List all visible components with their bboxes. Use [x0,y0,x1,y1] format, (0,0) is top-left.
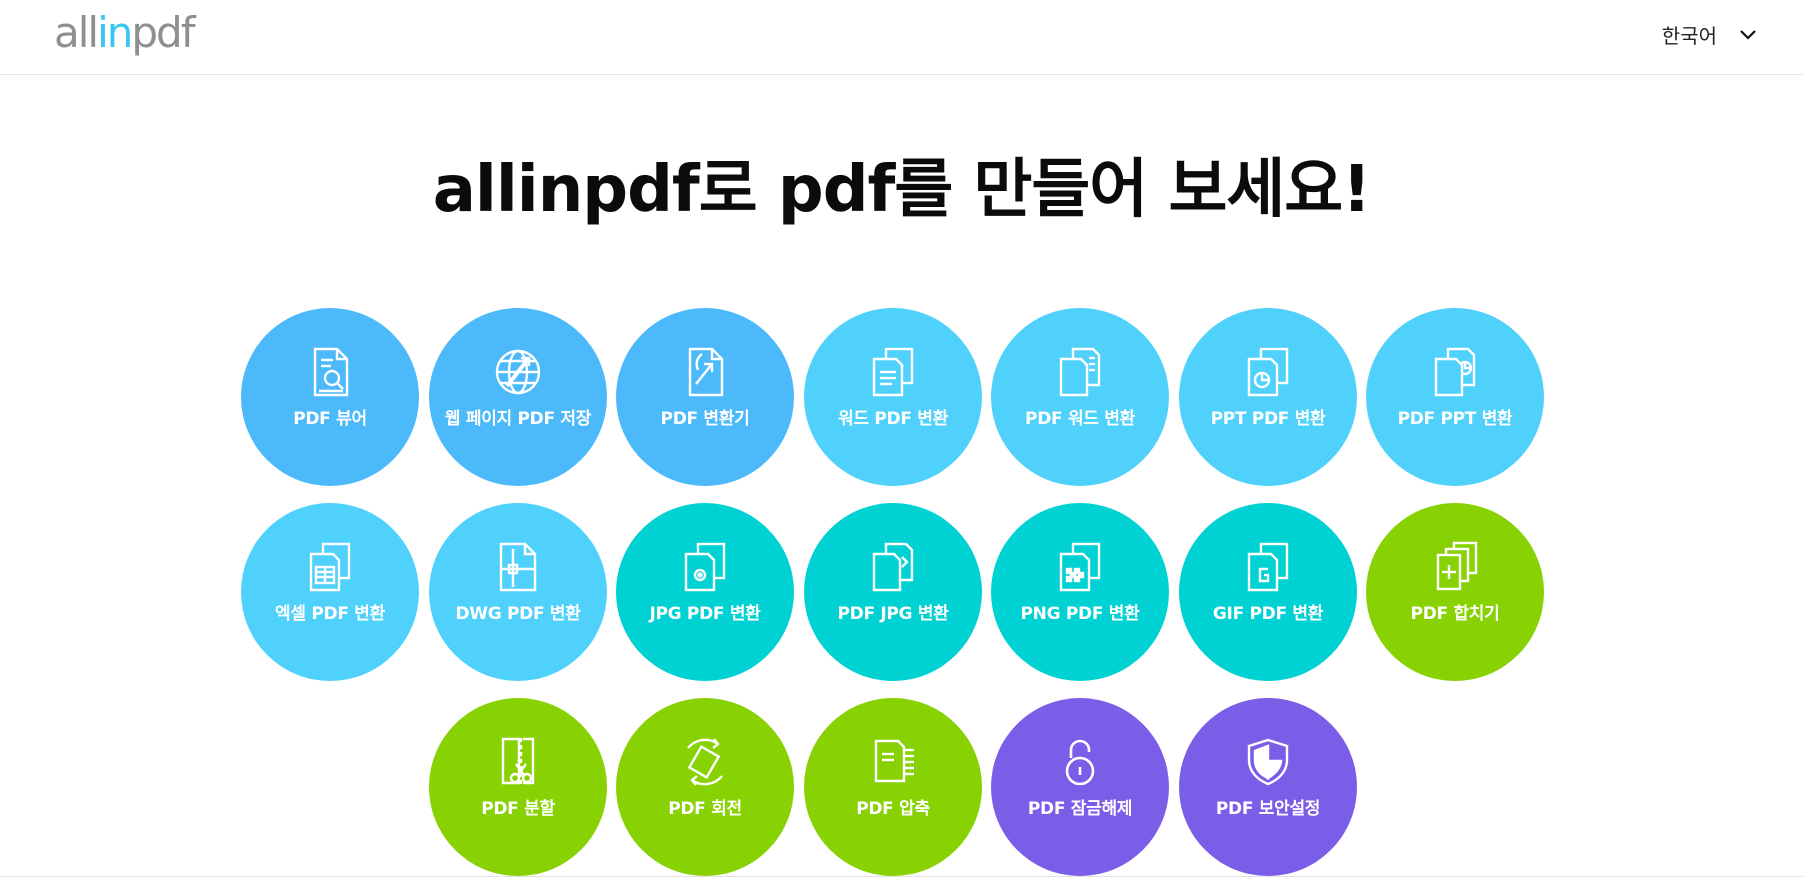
tool-label: PDF 워드 변환 [1025,409,1135,429]
tool-label: GIF PDF 변환 [1212,604,1324,624]
pdf-to-word-icon [1055,346,1105,398]
tool-label: PDF 뷰어 [293,409,367,429]
tool-pdf-to-jpg[interactable]: PDF JPG 변환 [804,503,982,681]
tool-label: PNG PDF 변환 [1020,604,1140,624]
unlock-icon [1055,736,1105,788]
language-label: 한국어 [1661,24,1717,48]
dwg-document-icon [493,541,543,593]
chevron-down-icon [1740,29,1756,40]
tool-ppt-to-pdf[interactable]: PPT PDF 변환 [1179,308,1357,486]
pdf-to-jpg-icon [868,541,918,593]
logo-text-all: all [54,8,99,57]
gif-document-icon [1243,541,1293,593]
tool-pdf-unlock[interactable]: PDF 잠금해제 [991,698,1169,876]
tool-label: PDF 보안설정 [1215,799,1321,819]
logo-text-pdf: pdf [131,8,195,57]
tool-gif-to-pdf[interactable]: GIF PDF 변환 [1179,503,1357,681]
tool-label: PDF PPT 변환 [1397,409,1513,429]
pdf-to-ppt-icon [1430,346,1480,398]
language-selector[interactable]: 한국어 [1662,20,1757,49]
tool-label: PDF 합치기 [1410,604,1500,624]
tool-dwg-to-pdf[interactable]: DWG PDF 변환 [429,503,607,681]
tool-pdf-converter[interactable]: PDF 변환기 [616,308,794,486]
merge-documents-icon [1430,541,1480,593]
word-document-icon [868,346,918,398]
split-scissors-icon [493,736,543,788]
globe-icon [493,346,543,398]
tool-pdf-split[interactable]: PDF 분할 [429,698,607,876]
page-headline: allinpdf로 pdf를 만들어 보세요! [432,153,1372,227]
top-header: allinpdf 한국어 [0,0,1803,75]
tool-pdf-viewer[interactable]: PDF 뷰어 [241,308,419,486]
tool-pdf-rotate[interactable]: PDF 회전 [616,698,794,876]
bottom-divider [0,876,1803,877]
shield-icon [1243,736,1293,788]
tool-label: PDF 회전 [668,799,742,819]
tool-jpg-to-pdf[interactable]: JPG PDF 변환 [616,503,794,681]
tool-pdf-security[interactable]: PDF 보안설정 [1179,698,1357,876]
tool-label: 웹 페이지 PDF 저장 [444,409,592,429]
document-search-icon [305,346,355,398]
tool-word-to-pdf[interactable]: 워드 PDF 변환 [804,308,982,486]
tool-pdf-compress[interactable]: PDF 압축 [804,698,982,876]
ppt-document-icon [1243,346,1293,398]
tool-label: PDF 분할 [481,799,555,819]
tool-label: JPG PDF 변환 [649,604,761,624]
logo-text-in: in [97,8,133,57]
jpg-document-icon [680,541,730,593]
tool-label: PDF 변환기 [660,409,750,429]
tool-label: DWG PDF 변환 [455,604,581,624]
tool-pdf-to-ppt[interactable]: PDF PPT 변환 [1366,308,1544,486]
tool-excel-to-pdf[interactable]: 엑셀 PDF 변환 [241,503,419,681]
tool-pdf-merge[interactable]: PDF 합치기 [1366,503,1544,681]
excel-document-icon [305,541,355,593]
tool-label: PPT PDF 변환 [1210,409,1326,429]
rotate-icon [680,736,730,788]
png-document-icon [1055,541,1105,593]
tool-label: 워드 PDF 변환 [838,409,948,429]
tool-png-to-pdf[interactable]: PNG PDF 변환 [991,503,1169,681]
tool-web-page-pdf-save[interactable]: 웹 페이지 PDF 저장 [429,308,607,486]
compress-icon [868,736,918,788]
allinpdf-logo[interactable]: allinpdf [54,8,195,57]
tool-label: PDF 압축 [856,799,930,819]
document-convert-icon [680,346,730,398]
tool-pdf-to-word[interactable]: PDF 워드 변환 [991,308,1169,486]
tool-label: 엑셀 PDF 변환 [275,604,385,624]
tool-label: PDF 잠금해제 [1027,799,1133,819]
tool-label: PDF JPG 변환 [837,604,949,624]
